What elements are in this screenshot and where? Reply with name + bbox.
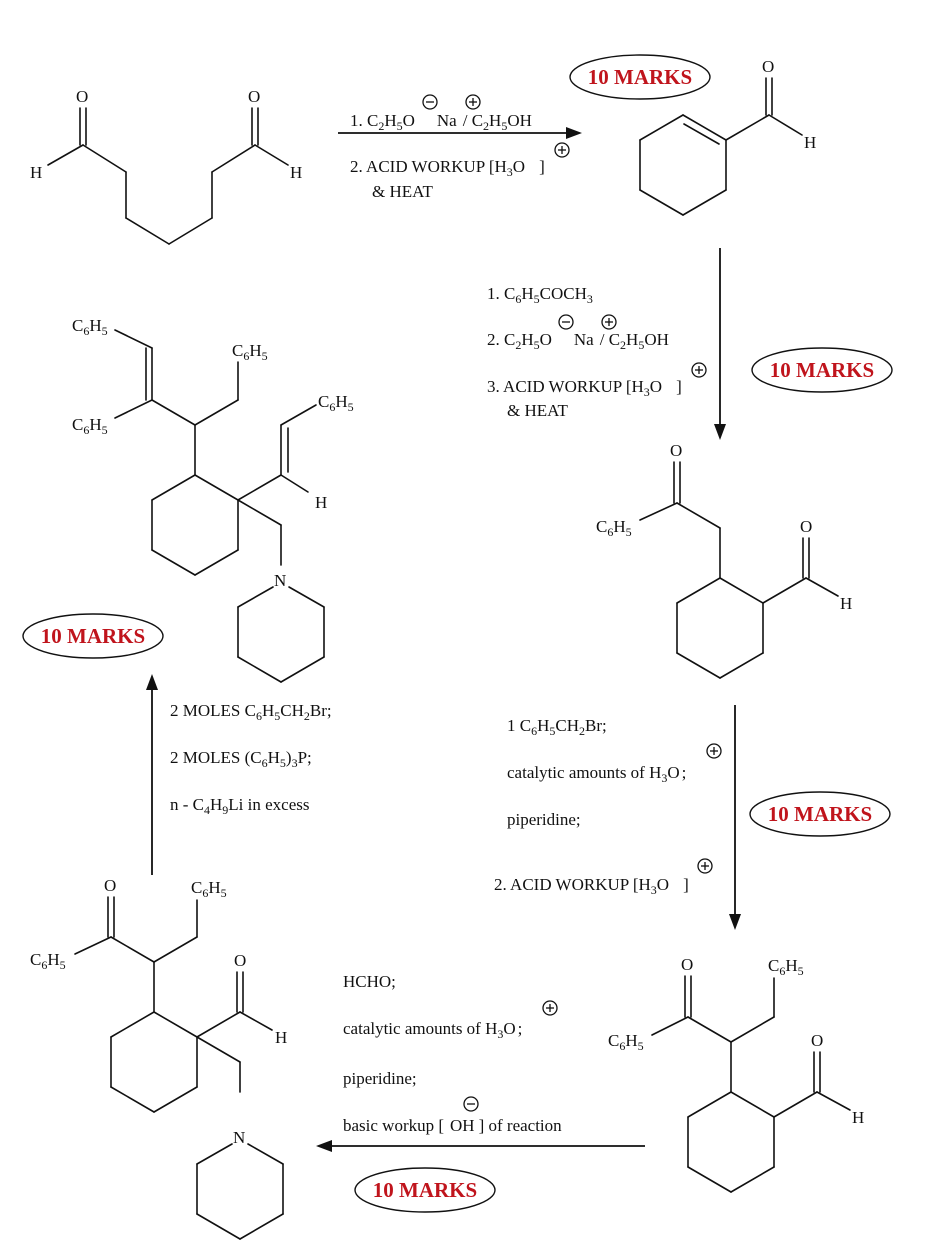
phenyl-group: C6H5 [232, 341, 268, 363]
reaction-arrow-step3 [729, 705, 741, 930]
hydrogen-atom: H [840, 594, 852, 613]
oxygen-atom: O [234, 951, 246, 970]
positive-charge-icon [691, 362, 707, 378]
oxygen-atom: O [104, 876, 116, 895]
hydrogen-atom: H [315, 493, 327, 512]
positive-charge-icon [706, 743, 722, 759]
positive-charge-icon [465, 94, 481, 110]
reagent-line: piperidine; [507, 810, 581, 829]
svg-text:10 MARKS: 10 MARKS [770, 358, 874, 382]
reagent-line: catalytic amounts of H3O; [343, 1019, 522, 1041]
compound-mannich-product: O C6H5 C6H5 O H N [30, 876, 287, 1240]
phenyl-group: C6H5 [72, 415, 108, 437]
negative-charge-icon [422, 94, 438, 110]
hydrogen-atom: H [275, 1028, 287, 1047]
reagent-line: HCHO; [343, 972, 396, 991]
svg-text:10 MARKS: 10 MARKS [41, 624, 145, 648]
positive-charge-icon [697, 858, 713, 874]
phenyl-group: C6H5 [768, 956, 804, 978]
reagent-line: 2 MOLES (C6H5)3P; [170, 748, 312, 770]
reagent-line: basic workup [OH] of reaction [343, 1116, 562, 1135]
marks-badge: 10 MARKS [749, 791, 891, 837]
reaction-arrow-step1 [338, 127, 582, 139]
compound-cyclohexenecarbaldehyde: O H [639, 57, 816, 216]
reagent-line: catalytic amounts of H3O; [507, 763, 686, 785]
hydrogen-atom: H [30, 163, 42, 182]
phenyl-group: C6H5 [191, 878, 227, 900]
phenyl-group: C6H5 [72, 316, 108, 338]
hydrogen-atom: H [852, 1108, 864, 1127]
nitrogen-atom: N [233, 1128, 245, 1147]
marks-badge: 10 MARKS [22, 613, 164, 659]
oxygen-atom: O [76, 87, 88, 106]
reagent-line: & HEAT [372, 182, 434, 201]
reaction-arrow-step2 [714, 248, 726, 440]
marks-badge: 10 MARKS [751, 347, 893, 393]
svg-text:10 MARKS: 10 MARKS [588, 65, 692, 89]
hydrogen-atom: H [804, 133, 816, 152]
oxygen-atom: O [762, 57, 774, 76]
reagent-line: 1 C6H5CH2Br; [507, 716, 607, 738]
reagents-step5: 2 MOLES C6H5CH2Br; 2 MOLES (C6H5)3P; n -… [170, 701, 332, 817]
svg-text:10 MARKS: 10 MARKS [373, 1178, 477, 1202]
svg-text:10 MARKS: 10 MARKS [768, 802, 872, 826]
phenyl-group: C6H5 [30, 950, 66, 972]
oxygen-atom: O [670, 441, 682, 460]
nitrogen-atom: N [274, 571, 286, 590]
reagents-step4: HCHO; catalytic amounts of H3O; piperidi… [343, 972, 562, 1135]
reagent-line: piperidine; [343, 1069, 417, 1088]
positive-charge-icon [554, 142, 570, 158]
negative-charge-icon [463, 1096, 479, 1112]
positive-charge-icon [601, 314, 617, 330]
marks-badge: 10 MARKS [569, 54, 711, 100]
hydrogen-atom: H [290, 163, 302, 182]
oxygen-atom: O [800, 517, 812, 536]
reagents-step3: 1 C6H5CH2Br; catalytic amounts of H3O; p… [494, 716, 722, 897]
positive-charge-icon [542, 1000, 558, 1016]
reagent-line: 2. ACID WORKUP [H3O] [350, 157, 545, 179]
oxygen-atom: O [681, 955, 693, 974]
compound-octanedial: O O H H [30, 87, 302, 245]
phenyl-group: C6H5 [608, 1031, 644, 1053]
marks-badge: 10 MARKS [354, 1167, 496, 1213]
reaction-arrow-step5 [146, 674, 158, 875]
compound-phenacylcyclohexanecarbaldehyde: O C6H5 O H [596, 441, 852, 679]
negative-charge-icon [558, 314, 574, 330]
reagent-line: 2 MOLES C6H5CH2Br; [170, 701, 332, 723]
compound-benzylated-ketoaldehyde: O C6H5 C6H5 O H [608, 955, 864, 1193]
reagent-line: & HEAT [507, 401, 569, 420]
reaction-arrow-step4 [316, 1140, 645, 1152]
reagent-line: 3. ACID WORKUP [H3O] [487, 377, 682, 399]
oxygen-atom: O [248, 87, 260, 106]
phenyl-group: C6H5 [318, 392, 354, 414]
compound-wittig-product: C6H5 C6H5 C6H5 C6H5 H N [72, 316, 354, 683]
reagent-line: 2. ACID WORKUP [H3O] [494, 875, 689, 897]
reagent-line: n - C4H9Li in excess [170, 795, 309, 817]
phenyl-group: C6H5 [596, 517, 632, 539]
reagent-line: 1. C6H5COCH3 [487, 284, 593, 306]
oxygen-atom: O [811, 1031, 823, 1050]
